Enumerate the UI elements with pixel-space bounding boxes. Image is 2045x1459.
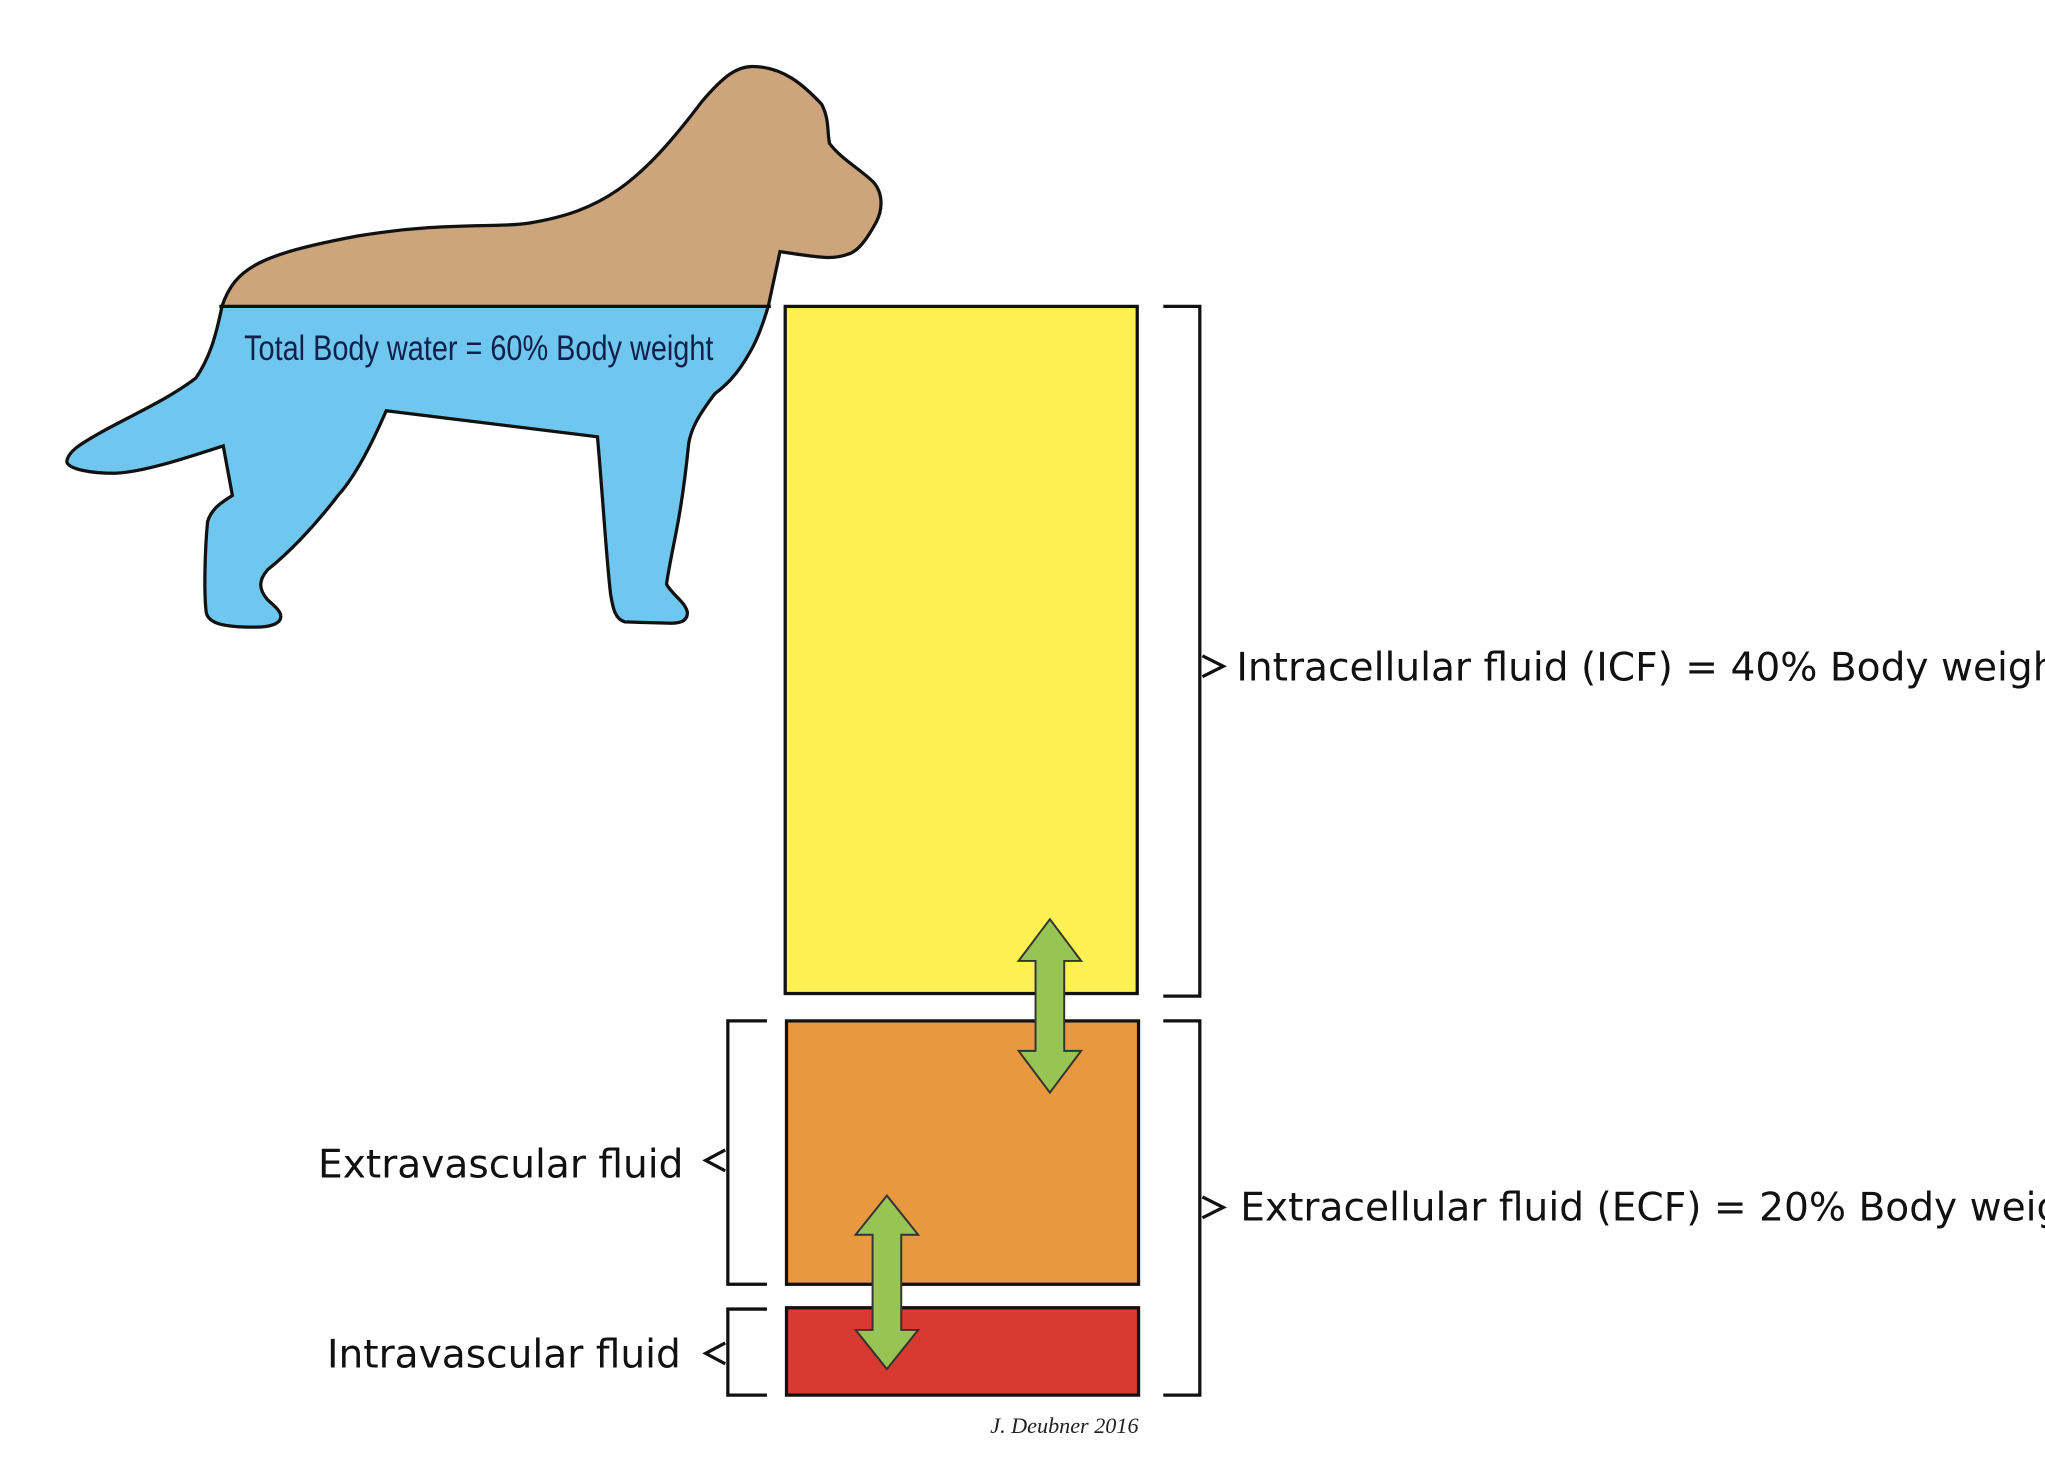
dog-dry-mass bbox=[66, 66, 882, 307]
icf-label: Intracellular fluid (ICF) = 40% Body wei… bbox=[1236, 646, 2045, 691]
icf-bracket bbox=[1163, 304, 1227, 998]
ecf-bracket bbox=[1163, 1019, 1227, 1397]
author-signature: J. Deubner 2016 bbox=[990, 1413, 1138, 1438]
extravascular-bracket bbox=[702, 1019, 767, 1286]
ecf-label: Extracellular fluid (ECF) = 20% Body wei… bbox=[1240, 1185, 2045, 1230]
intravascular-label: Intravascular fluid bbox=[327, 1333, 681, 1378]
intravascular-block bbox=[784, 1306, 1141, 1397]
intravascular-bracket bbox=[702, 1307, 767, 1397]
extravascular-block bbox=[784, 1019, 1141, 1286]
extravascular-label: Extravascular fluid bbox=[318, 1142, 683, 1187]
icf-block bbox=[783, 304, 1139, 996]
extra-intravascular-exchange-arrow-icon bbox=[853, 1194, 921, 1371]
dog-silhouette: Total Body water = 60% Body weight bbox=[65, 64, 883, 629]
total-body-water-label: Total Body water = 60% Body weight bbox=[244, 328, 713, 367]
icf-ecf-exchange-arrow-icon bbox=[1016, 917, 1084, 1095]
